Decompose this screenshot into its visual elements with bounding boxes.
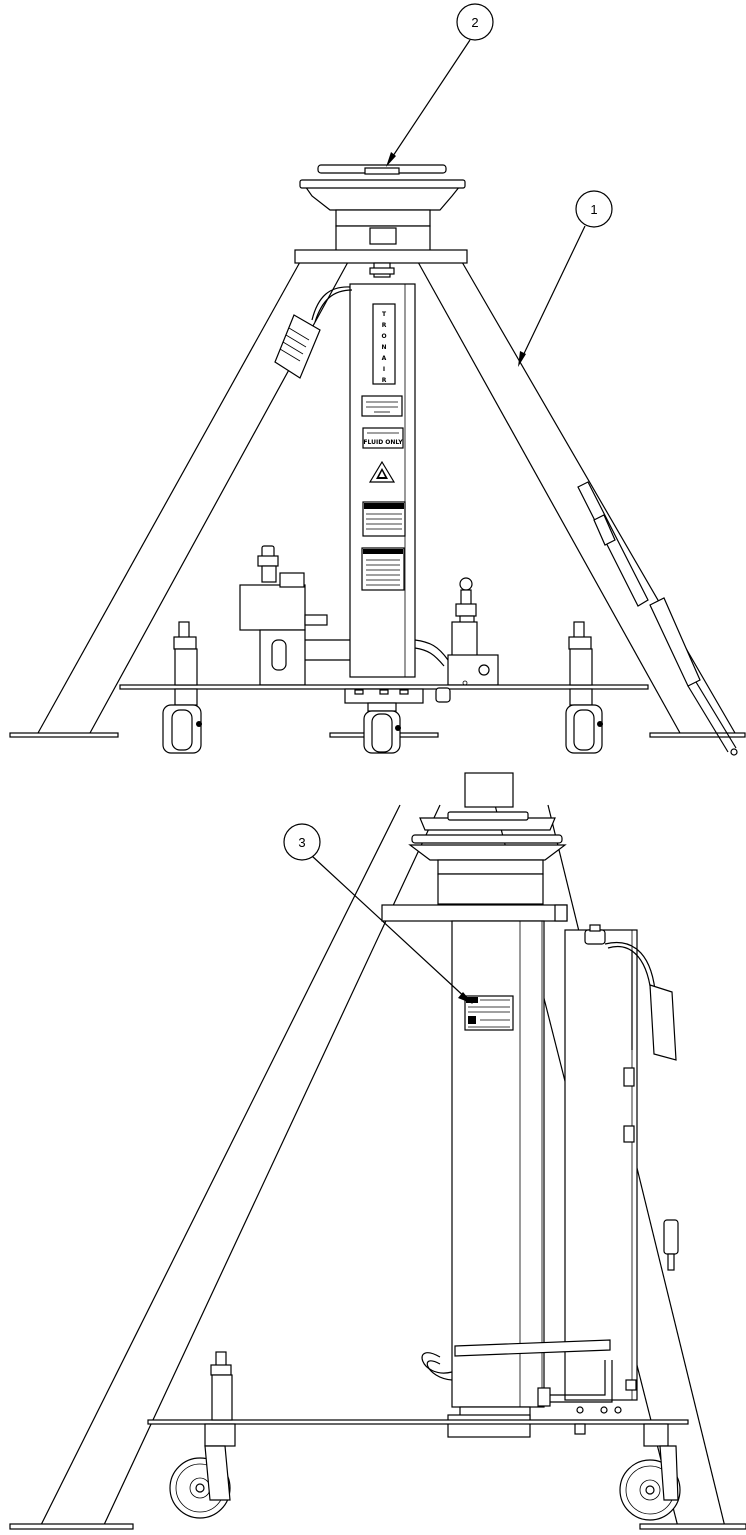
side-view: 3 (9, 772, 746, 1530)
brand-letter: T (382, 311, 387, 318)
base-plate (119, 684, 649, 704)
caster-center (363, 702, 401, 754)
callout-2: 2 (386, 3, 494, 167)
nameplate-label (464, 772, 514, 808)
side-reservoir (564, 924, 638, 1414)
brand-letter: O (381, 333, 386, 340)
side-leg-left (9, 804, 441, 1530)
side-hose (421, 1219, 679, 1407)
brand-label: T R O N A I R (381, 311, 387, 384)
front-view: T R O N A I R FLUID ONLY (9, 3, 746, 756)
brand-letter: R (382, 322, 387, 329)
callout-number: 2 (471, 15, 478, 30)
data-plate (464, 995, 514, 1031)
side-lifting-head (381, 811, 568, 922)
side-base-plate (147, 1419, 689, 1435)
caster-right (565, 621, 603, 754)
fluid-decal-text: FLUID ONLY (363, 439, 403, 446)
pump-handle (577, 481, 738, 756)
brand-letter: I (383, 366, 385, 373)
callout-3: 3 (283, 823, 473, 1004)
warning-triangle-icon (368, 460, 396, 483)
capacity-decal (361, 395, 403, 417)
pump-block-left (239, 545, 350, 686)
callout-number: 3 (298, 835, 305, 850)
brand-letter: A (382, 355, 387, 362)
callout-1: 1 (518, 190, 613, 367)
brand-letter: R (382, 377, 387, 384)
lifting-head (294, 164, 468, 264)
tripod-leg-right (417, 261, 746, 738)
side-caster-left (169, 1351, 236, 1519)
callout-number: 1 (590, 202, 597, 217)
instruction-decal (361, 547, 405, 591)
valve-assembly-right (414, 577, 499, 686)
side-hanging-tag (604, 942, 677, 1061)
brand-letter: N (381, 344, 386, 351)
caster-left (162, 621, 202, 754)
hanging-tag (274, 286, 353, 379)
side-caster-right (619, 1423, 681, 1521)
jack-column: T R O N A I R FLUID ONLY (349, 262, 416, 678)
